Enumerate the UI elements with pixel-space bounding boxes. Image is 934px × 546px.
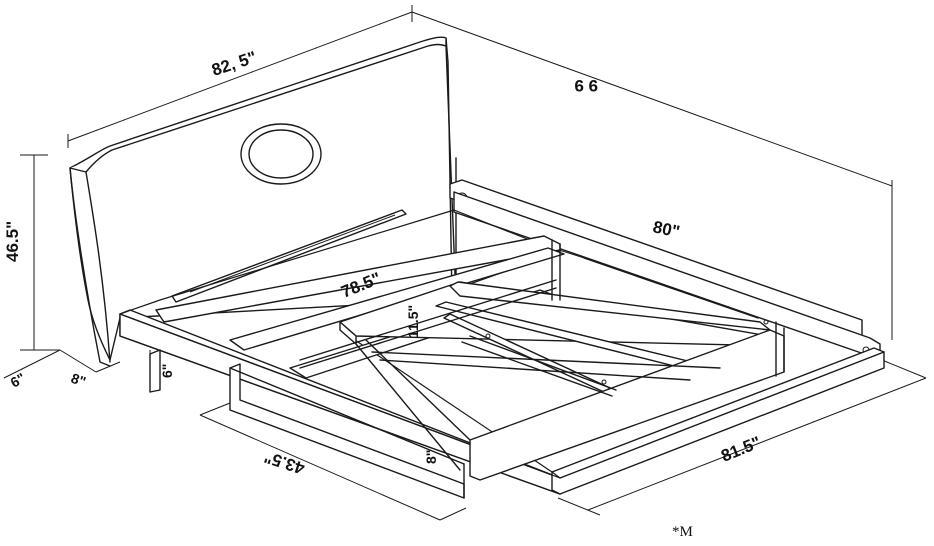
footer-mark: *M: [672, 524, 693, 540]
label-inner-length: 80": [651, 217, 681, 241]
label-overall-length: 9 9: [574, 76, 598, 95]
label-base-a: 6": [8, 370, 29, 391]
slats: [155, 235, 785, 481]
label-drawer-height: 8": [423, 450, 439, 464]
label-rail-height: 11.5": [405, 305, 421, 338]
label-overall-height: 46.5": [3, 221, 22, 262]
platform-base: [119, 209, 885, 495]
label-base-b: 8": [69, 370, 88, 390]
label-overall-width: 81.5": [718, 433, 763, 466]
label-leg-height: 6": [159, 364, 175, 378]
label-headboard-width: 82, 5": [209, 48, 259, 80]
drawer-and-legs: [149, 349, 465, 499]
